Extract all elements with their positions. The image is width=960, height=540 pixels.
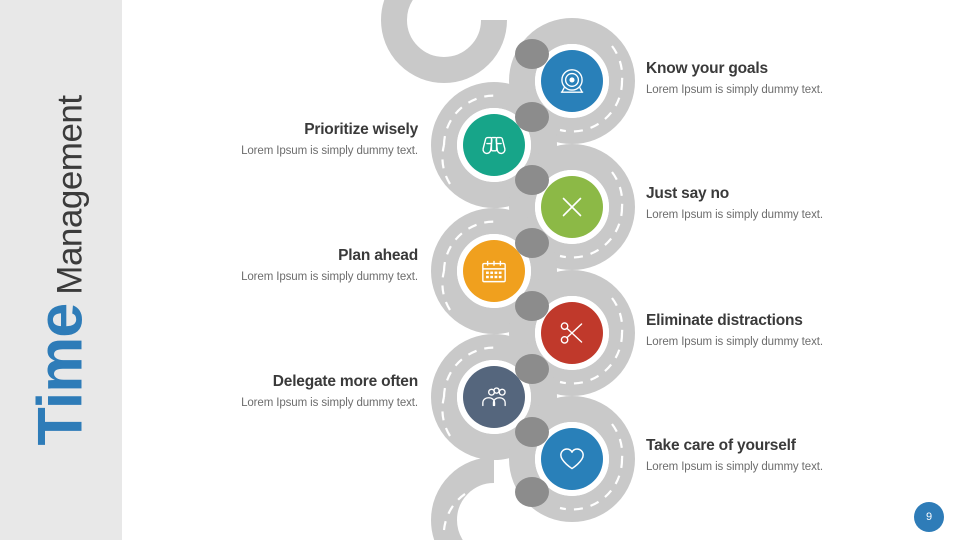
cross-icon [562,197,582,217]
step-description: Lorem Ipsum is simply dummy text. [646,83,823,96]
step-description: Lorem Ipsum is simply dummy text. [241,270,418,283]
step-icon-people[interactable] [463,366,525,428]
step-title: Know your goals [646,60,768,77]
step-icon-scissors[interactable] [541,302,603,364]
step-title: Delegate more often [272,373,418,390]
page-subtitle: Management [50,94,90,295]
page-title: Time [25,303,96,446]
target-icon [560,69,584,93]
step-title: Eliminate distractions [646,312,803,329]
step-title: Just say no [646,185,730,202]
step-text-delegate-more-often: Delegate more often Lorem Ipsum is simpl… [148,373,418,410]
step-text-eliminate-distractions: Eliminate distractions Lorem Ipsum is si… [646,312,916,349]
step-icon-calendar[interactable] [463,240,525,302]
step-text-just-say-no: Just say no Lorem Ipsum is simply dummy … [646,185,916,222]
step-title: Take care of yourself [646,437,796,454]
step-description: Lorem Ipsum is simply dummy text. [241,396,418,409]
step-icon-heart[interactable] [541,428,603,490]
step-description: Lorem Ipsum is simply dummy text. [646,460,823,473]
step-title: Plan ahead [338,247,418,264]
step-title: Prioritize wisely [304,121,418,138]
step-icon-cross[interactable] [541,176,603,238]
vertical-title: Time Management [0,0,122,540]
step-icon-target[interactable] [541,50,603,112]
step-text-take-care-of-yourself: Take care of yourself Lorem Ipsum is sim… [646,437,916,474]
step-description: Lorem Ipsum is simply dummy text. [646,208,823,221]
page-number-badge: 9 [914,502,944,532]
heart-icon [560,448,584,470]
calendar-icon [482,260,506,283]
step-text-know-your-goals: Know your goals Lorem Ipsum is simply du… [646,60,916,97]
scissors-icon [560,322,583,344]
step-text-plan-ahead: Plan ahead Lorem Ipsum is simply dummy t… [148,247,418,284]
step-icon-binoculars[interactable] [463,114,525,176]
binoculars-icon [482,136,506,155]
people-icon [482,387,506,407]
step-description: Lorem Ipsum is simply dummy text. [241,144,418,157]
title-panel: Time Management [0,0,122,540]
step-description: Lorem Ipsum is simply dummy text. [646,335,823,348]
step-text-prioritize-wisely: Prioritize wisely Lorem Ipsum is simply … [148,121,418,158]
